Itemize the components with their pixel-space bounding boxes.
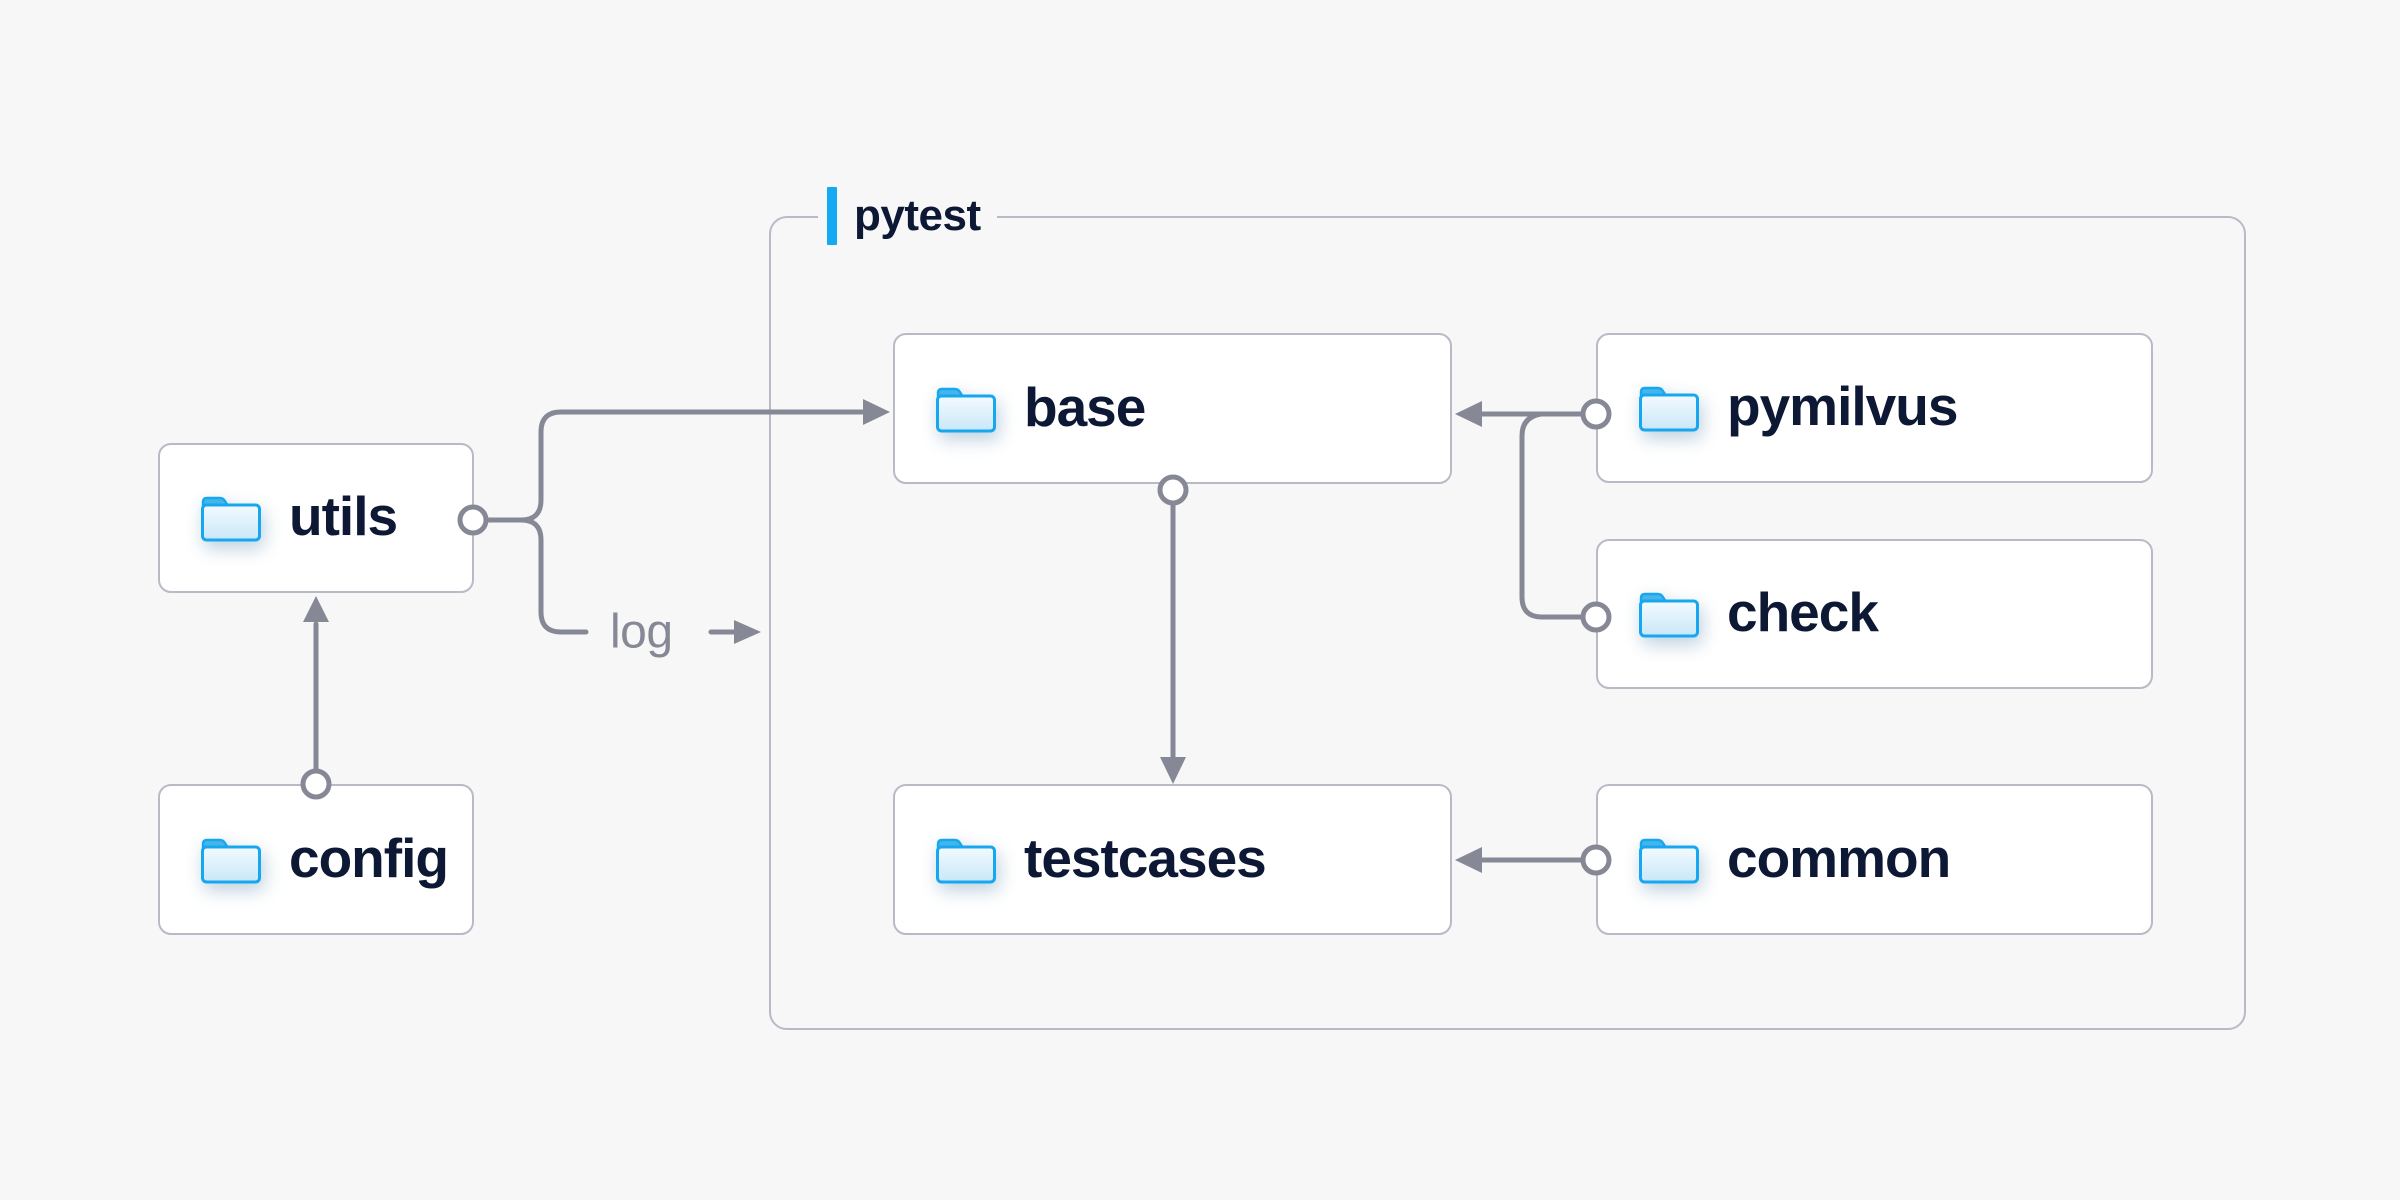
pytest-group-container bbox=[769, 216, 2246, 1030]
node-label: common bbox=[1727, 826, 1951, 889]
node-label: config bbox=[289, 826, 449, 889]
pytest-group-title: pytest bbox=[854, 191, 981, 240]
folder-icon bbox=[1638, 835, 1700, 885]
node-pymilvus: pymilvus bbox=[1596, 333, 2153, 483]
node-check: check bbox=[1596, 539, 2153, 689]
arrowhead-up-icon bbox=[303, 596, 329, 622]
node-label: utils bbox=[289, 485, 398, 547]
log-annotation: log bbox=[604, 604, 679, 660]
node-utils: utils bbox=[158, 443, 474, 593]
node-testcases: testcases bbox=[893, 784, 1452, 935]
folder-icon bbox=[935, 835, 997, 885]
pytest-group-label: pytest bbox=[818, 181, 997, 251]
node-label: pymilvus bbox=[1727, 375, 1958, 437]
node-label: base bbox=[1024, 375, 1146, 438]
folder-icon bbox=[1638, 589, 1700, 639]
node-config: config bbox=[158, 784, 474, 935]
arrowhead-right-icon bbox=[734, 620, 761, 644]
node-label: check bbox=[1727, 581, 1879, 643]
folder-icon bbox=[1638, 383, 1700, 433]
node-base: base bbox=[893, 333, 1452, 484]
folder-icon bbox=[200, 835, 262, 885]
node-label: testcases bbox=[1024, 826, 1267, 889]
folder-icon bbox=[935, 384, 997, 434]
accent-bar bbox=[827, 187, 837, 245]
folder-icon bbox=[200, 493, 262, 543]
edge-config-utils bbox=[300, 596, 332, 800]
node-common: common bbox=[1596, 784, 2153, 935]
